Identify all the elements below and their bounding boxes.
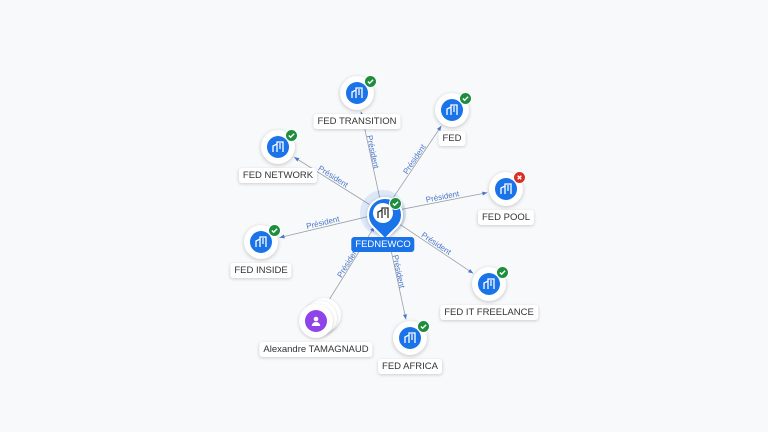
edge-fed-pool: Président bbox=[398, 189, 488, 211]
status-closed-icon bbox=[513, 171, 526, 184]
company-node-circle bbox=[261, 130, 295, 164]
edge-line bbox=[391, 125, 442, 200]
status-ok-icon bbox=[459, 92, 472, 105]
node-label: FED NETWORK bbox=[238, 168, 318, 183]
edge-arrow-icon bbox=[402, 314, 407, 320]
building-icon bbox=[478, 273, 500, 295]
edge-line bbox=[396, 221, 474, 274]
company-node-circle bbox=[472, 267, 506, 301]
edge-line bbox=[293, 156, 370, 205]
edge-fed-inside: Président bbox=[279, 214, 368, 239]
building-icon bbox=[495, 178, 517, 200]
edge-fed: Président bbox=[391, 125, 442, 200]
building-icon bbox=[373, 203, 393, 223]
edge-arrow-icon bbox=[294, 157, 300, 162]
node-label: FED POOL bbox=[477, 210, 535, 225]
node-label: FED TRANSITION bbox=[313, 114, 401, 129]
edge-label: Président bbox=[365, 134, 381, 170]
avatar-face bbox=[299, 304, 333, 338]
edge-label: Président bbox=[316, 164, 350, 190]
building-icon bbox=[441, 99, 463, 121]
status-ok-icon bbox=[364, 75, 377, 88]
edge-arrow-icon bbox=[279, 234, 285, 239]
person-avatar bbox=[299, 298, 341, 338]
edge-label: Président bbox=[425, 189, 461, 204]
edge-label: Président bbox=[305, 214, 341, 231]
edge-label: Président bbox=[401, 142, 428, 176]
building-icon bbox=[346, 82, 368, 104]
edge-arrow-icon bbox=[467, 268, 474, 274]
node-label: FED bbox=[438, 131, 466, 146]
center-node-label: FEDNEWCO bbox=[351, 237, 415, 252]
node-label: Alexandre TAMAGNAUD bbox=[259, 342, 373, 357]
status-ok-icon bbox=[496, 266, 509, 279]
person-icon bbox=[305, 310, 327, 332]
status-ok-icon bbox=[417, 320, 430, 333]
edge-arrow-icon bbox=[482, 191, 488, 196]
status-ok-icon bbox=[285, 129, 298, 142]
node-label: FED AFRICA bbox=[378, 359, 442, 374]
edge-line bbox=[279, 216, 368, 238]
status-ok-icon bbox=[268, 224, 281, 237]
edge-label: Président bbox=[391, 254, 407, 290]
edge-line bbox=[398, 192, 488, 211]
status-ok-icon bbox=[389, 197, 402, 210]
edge-arrow-icon bbox=[436, 125, 442, 132]
node-label: FED INSIDE bbox=[230, 263, 292, 278]
edge-label: Président bbox=[420, 230, 454, 257]
company-node-circle bbox=[340, 76, 374, 110]
node-label: FED IT FREELANCE bbox=[440, 305, 538, 320]
company-node-circle bbox=[244, 225, 278, 259]
building-icon bbox=[267, 136, 289, 158]
building-icon bbox=[250, 231, 272, 253]
building-icon bbox=[399, 327, 421, 349]
